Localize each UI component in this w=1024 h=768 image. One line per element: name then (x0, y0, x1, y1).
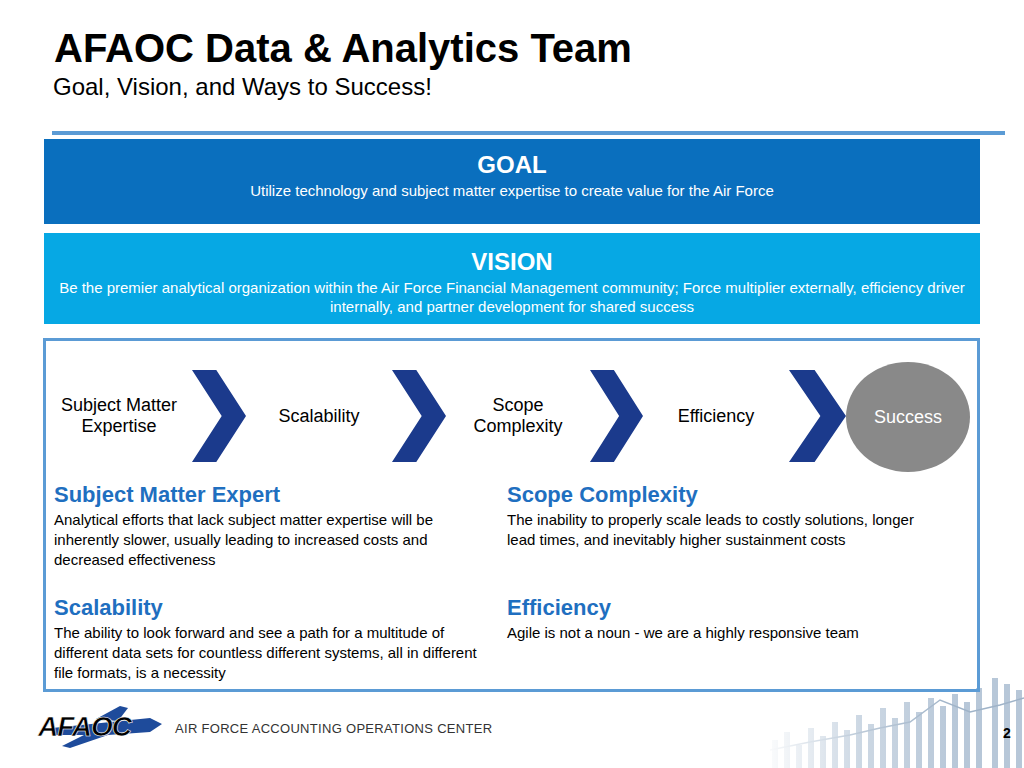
step-label: Subject Matter Expertise (46, 370, 192, 462)
step-text: Success (874, 407, 942, 428)
logo-text: AFAOC (38, 711, 131, 743)
chevron-arrow (392, 370, 446, 462)
chevron-arrow (789, 370, 846, 462)
deco-bar (1016, 690, 1022, 768)
section-heading: Efficiency (507, 595, 927, 621)
band-text: Utilize technology and subject matter ex… (54, 181, 970, 200)
step-label: Scope Complexity (446, 370, 590, 462)
page-title: AFAOC Data & Analytics Team (54, 24, 632, 72)
organization-name: AIR FORCE ACCOUNTING OPERATIONS CENTER (175, 721, 492, 737)
circle-shape (846, 362, 970, 472)
deco-fade (760, 670, 960, 768)
section-heading: Scalability (54, 595, 488, 621)
section-heading: Scope Complexity (507, 482, 927, 508)
deco-bar (976, 688, 982, 768)
frame-panel: Subject Matter ExpertAnalytical efforts … (43, 338, 980, 692)
section-heading: Subject Matter Expert (54, 482, 488, 508)
header-rule (52, 131, 1005, 135)
band-heading: VISION (54, 248, 970, 276)
page-number: 2 (1003, 724, 1011, 742)
vision-band: VISIONBe the premier analytical organiza… (44, 233, 980, 324)
section-text: Agile is not a noun - we are a highly re… (507, 623, 927, 643)
success-circle: Success (846, 362, 970, 472)
section-text: The inability to properly scale leads to… (507, 510, 927, 550)
step-label: Efficiency (643, 370, 789, 462)
step-label: Scalability (246, 370, 392, 462)
band-heading: GOAL (54, 151, 970, 179)
band-text: Be the premier analytical organization w… (54, 278, 970, 316)
chevron-arrow (590, 370, 643, 462)
deco-bar (992, 678, 998, 768)
step-text: Subject Matter Expertise (53, 395, 185, 437)
step-text: Efficiency (678, 406, 755, 427)
section-text: Analytical efforts that lack subject mat… (54, 510, 488, 570)
subtitle: Goal, Vision, and Ways to Success! (53, 73, 432, 101)
deco-bar (1004, 684, 1010, 768)
step-text: Scope Complexity (452, 395, 584, 437)
section-text: The ability to look forward and see a pa… (54, 623, 488, 683)
step-text: Scalability (278, 406, 359, 427)
goal-band: GOAL Utilize technology and subject matte… (44, 139, 980, 224)
chevron-arrow (192, 370, 246, 462)
